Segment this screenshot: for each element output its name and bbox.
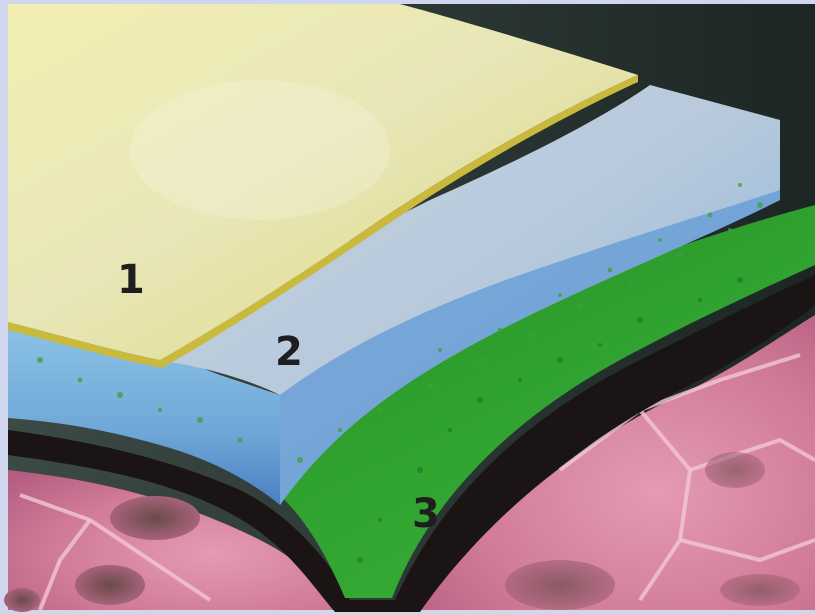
label-layer-2: 2	[275, 329, 303, 375]
label-layer-1: 1	[117, 257, 145, 303]
cell-nucleus	[720, 574, 800, 606]
label-layer-3: 3	[412, 491, 440, 537]
surface-sheen	[130, 80, 390, 220]
cell-nucleus	[505, 560, 615, 610]
cell-nucleus	[75, 565, 145, 605]
cell-nucleus	[705, 452, 765, 488]
cell-nucleus	[110, 496, 200, 540]
cell-nucleus	[4, 588, 40, 612]
